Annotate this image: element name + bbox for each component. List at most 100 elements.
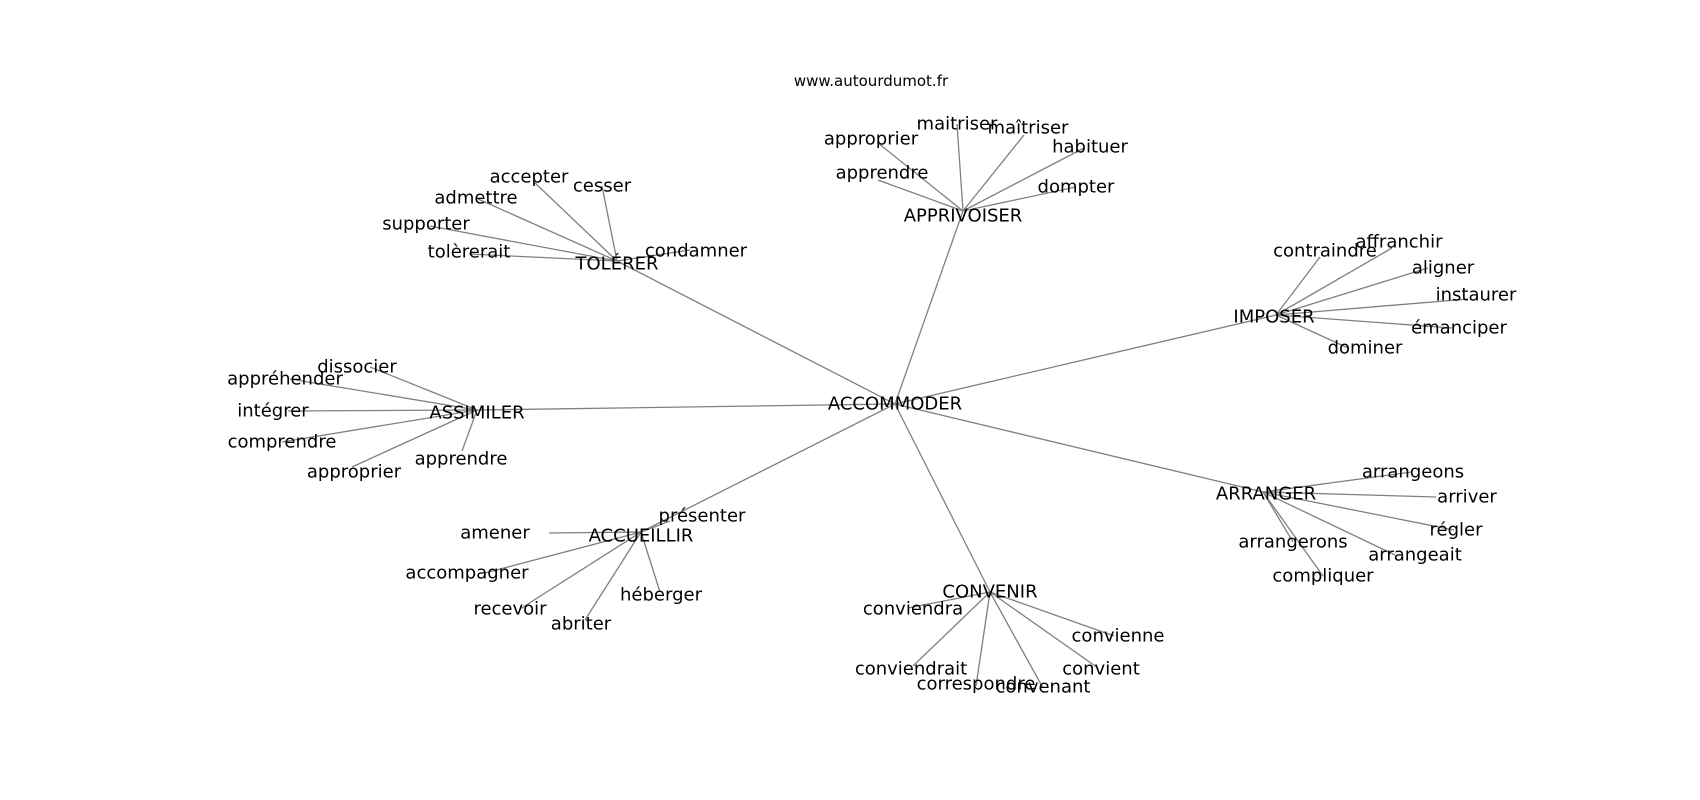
leaf-node-label: approprier bbox=[307, 462, 402, 483]
leaf-node-label: conviendra bbox=[863, 599, 963, 620]
edge-group-6-child-4 bbox=[1262, 491, 1396, 556]
edge-group-3-child-0 bbox=[369, 366, 478, 411]
edge-center-to-5 bbox=[894, 403, 991, 593]
leaf-node-label: convient bbox=[1062, 659, 1140, 680]
leaf-node-label: arriver bbox=[1437, 487, 1497, 508]
leaf-node-label: maitriser bbox=[917, 114, 998, 135]
edge-center-to-4 bbox=[640, 403, 896, 533]
edge-group-2-child-2 bbox=[1275, 267, 1429, 316]
edge-group-4-child-4 bbox=[584, 531, 642, 621]
edge-group-4-child-3 bbox=[519, 531, 642, 610]
leaf-node-label: intégrer bbox=[237, 401, 309, 422]
leaf-node-label: arrangeait bbox=[1368, 545, 1462, 566]
edge-group-0-child-3 bbox=[962, 147, 1085, 212]
center-node-label: ACCOMMODER bbox=[828, 394, 962, 415]
leaf-node-label: accompagner bbox=[405, 563, 529, 584]
group-node-label: ARRANGER bbox=[1216, 484, 1316, 505]
edge-group-3-child-2 bbox=[287, 409, 478, 412]
leaf-node-label: tolèrerait bbox=[428, 242, 511, 263]
leaf-node-label: affranchir bbox=[1356, 232, 1444, 253]
edge-group-5-child-0 bbox=[907, 591, 991, 609]
group-node-label: APPRIVOISER bbox=[904, 206, 1023, 227]
edge-group-6-child-0 bbox=[1262, 471, 1413, 493]
edge-group-6-child-5 bbox=[1262, 491, 1324, 577]
edge-group-1-child-3 bbox=[429, 225, 618, 262]
edge-group-3-child-5 bbox=[461, 409, 478, 452]
group-node-label: ACCUEILLIR bbox=[589, 526, 694, 547]
leaf-node-label: condamner bbox=[645, 241, 748, 262]
group-node-label: ASSIMILER bbox=[429, 403, 524, 424]
edge-center-to-6 bbox=[894, 403, 1264, 493]
edge-group-4-child-2 bbox=[484, 531, 642, 574]
leaf-node-label: apprendre bbox=[415, 449, 508, 470]
edge-group-2-child-0 bbox=[1275, 256, 1321, 316]
leaf-node-label: approprier bbox=[824, 129, 919, 150]
group-node-label: CONVENIR bbox=[942, 582, 1037, 603]
edge-center-to-0 bbox=[894, 210, 964, 405]
edge-group-3-child-1 bbox=[289, 378, 478, 411]
site-title: www.autourdumot.fr bbox=[794, 72, 949, 90]
leaf-node-label: aligner bbox=[1412, 258, 1475, 279]
edge-group-1-child-2 bbox=[477, 198, 618, 262]
edge-group-5-child-4 bbox=[975, 591, 991, 687]
leaf-node-label: recevoir bbox=[473, 599, 547, 620]
group-node-label: TOLÉRER bbox=[575, 253, 659, 275]
leaf-node-label: convenant bbox=[996, 677, 1091, 698]
edge-group-2-child-5 bbox=[1275, 314, 1349, 349]
leaf-node-label: héberger bbox=[620, 585, 703, 606]
edge-center-to-3 bbox=[476, 403, 896, 411]
edge-group-1-child-5 bbox=[616, 249, 691, 262]
leaf-node-label: supporter bbox=[382, 214, 470, 235]
leaf-node-label: maîtriser bbox=[988, 118, 1069, 139]
leaf-node-label: appréhender bbox=[227, 369, 343, 390]
edge-group-1-child-1 bbox=[601, 185, 618, 262]
edge-group-5-child-3 bbox=[989, 591, 1099, 669]
edge-group-2-child-4 bbox=[1275, 314, 1453, 329]
edge-group-3-child-3 bbox=[281, 409, 478, 443]
edge-center-to-1 bbox=[616, 260, 896, 405]
edge-group-3-child-4 bbox=[351, 409, 478, 468]
group-node-label: IMPOSER bbox=[1233, 307, 1314, 328]
edge-group-6-child-1 bbox=[1262, 491, 1437, 498]
leaf-node-label: contraindre bbox=[1273, 241, 1377, 262]
leaf-node-label: présenter bbox=[659, 506, 746, 527]
edge-group-5-child-1 bbox=[989, 591, 1115, 637]
leaf-node-label: arrangeons bbox=[1362, 462, 1464, 483]
labels-layer: www.autourdumot.fr ACCOMMODER APPRIVOISER… bbox=[227, 72, 1517, 698]
leaf-node-label: instaurer bbox=[1436, 285, 1517, 306]
leaf-node-label: émanciper bbox=[1411, 318, 1507, 339]
edge-group-2-child-1 bbox=[1275, 247, 1393, 316]
leaf-node-label: admettre bbox=[434, 188, 517, 209]
leaf-node-label: conviendrait bbox=[855, 659, 967, 680]
leaf-node-label: abriter bbox=[551, 614, 612, 635]
edge-group-1-child-0 bbox=[533, 181, 618, 262]
leaf-node-label: arrangerons bbox=[1238, 532, 1347, 553]
leaf-node-label: dissocier bbox=[317, 357, 397, 378]
edge-group-0-child-5 bbox=[962, 186, 1077, 212]
leaf-node-label: convienne bbox=[1072, 626, 1165, 647]
edge-group-0-child-2 bbox=[962, 134, 1025, 212]
edge-group-4-child-1 bbox=[548, 531, 642, 534]
leaf-node-label: régler bbox=[1430, 520, 1484, 541]
edges-layer bbox=[281, 123, 1469, 689]
leaf-node-label: dompter bbox=[1038, 177, 1116, 198]
edge-group-4-child-0 bbox=[640, 520, 671, 533]
edge-group-0-child-1 bbox=[956, 123, 964, 212]
edge-group-6-child-2 bbox=[1262, 491, 1455, 531]
edge-center-to-2 bbox=[894, 314, 1277, 405]
edge-group-5-child-2 bbox=[912, 591, 991, 667]
leaf-node-label: compliquer bbox=[1272, 566, 1374, 587]
leaf-node-label: cesser bbox=[573, 176, 632, 197]
leaf-node-label: amener bbox=[460, 523, 530, 544]
edge-group-0-child-4 bbox=[877, 179, 964, 212]
edge-group-1-child-4 bbox=[468, 253, 618, 262]
edge-group-6-child-3 bbox=[1262, 491, 1294, 543]
edge-group-4-child-5 bbox=[640, 531, 661, 593]
edge-group-0-child-0 bbox=[877, 142, 964, 212]
leaf-node-label: correspondre bbox=[917, 674, 1036, 695]
edge-group-5-child-5 bbox=[989, 591, 1044, 689]
leaf-node-label: accepter bbox=[490, 167, 569, 188]
leaf-node-label: comprendre bbox=[228, 432, 337, 453]
leaf-node-label: dominer bbox=[1328, 338, 1403, 359]
